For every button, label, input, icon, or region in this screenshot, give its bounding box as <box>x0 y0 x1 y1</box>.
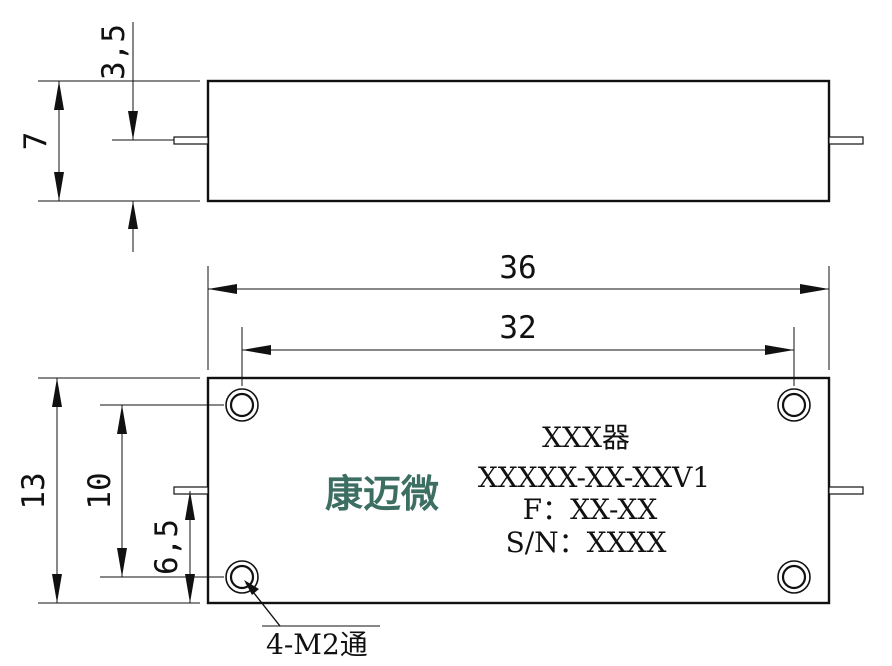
dim-overall-length-label: 36 <box>499 250 536 286</box>
brand-logo: 康迈微 <box>325 472 439 516</box>
dim-hole-spacing-length-label: 32 <box>499 310 536 346</box>
mounting-hole-top-left <box>225 388 259 422</box>
hole-callout-label: 4-M2通 <box>266 628 368 661</box>
dim-hole-spacing-width: 10 <box>82 405 127 577</box>
mounting-hole-top-right <box>777 388 811 422</box>
product-name: XXX器 <box>542 421 630 454</box>
dim-bottom-pin-offset-label: 6,5 <box>149 519 185 575</box>
dim-top-pin-offset-label: 3,5 <box>96 24 132 80</box>
top-view-body <box>206 79 831 203</box>
frequency-label: F：XX-XX <box>523 493 658 526</box>
model-number: XXXXX-XX-XXV1 <box>478 461 710 494</box>
mounting-hole-bottom-right <box>777 560 811 594</box>
dim-hole-spacing-length: 32 <box>241 310 795 386</box>
dim-overall-width-label: 13 <box>16 472 52 509</box>
front-view-left-pin <box>173 486 209 495</box>
front-view-right-pin <box>828 486 864 495</box>
dim-hole-spacing-width-label: 10 <box>82 472 118 509</box>
hole-callout: 4-M2通 <box>244 580 380 661</box>
mounting-hole-bottom-left <box>225 560 259 594</box>
dim-overall-width: 13 <box>16 378 62 603</box>
top-view-right-pin <box>828 136 864 145</box>
dim-top-pin-offset: 3,5 <box>96 22 138 252</box>
dim-overall-length: 36 <box>207 250 830 370</box>
dim-top-height: 7 <box>18 81 64 201</box>
top-view-left-pin <box>173 136 209 145</box>
serial-number: S/N：XXXX <box>506 526 667 559</box>
dim-top-height-label: 7 <box>18 132 54 151</box>
front-view: 13 10 6,5 康迈微 XXX器 XXXXX-XX-XXV1 F：XX-XX… <box>16 376 864 661</box>
top-view: 7 3,5 <box>18 22 864 252</box>
dim-bottom-pin-offset: 6,5 <box>149 491 195 603</box>
